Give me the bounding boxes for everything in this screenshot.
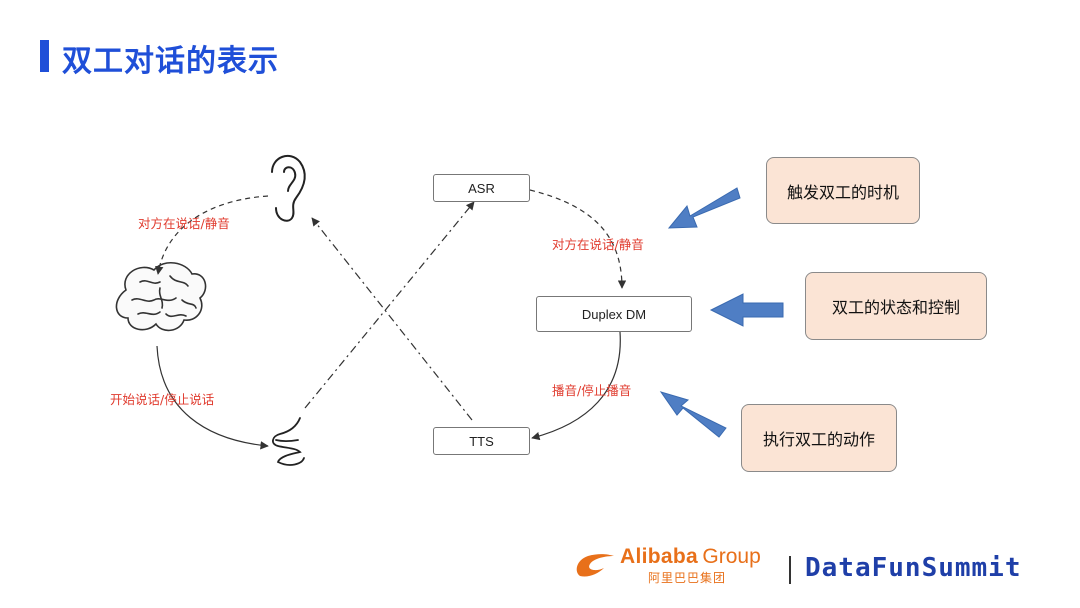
brain-icon	[115, 262, 207, 332]
right-play-label: 播音/停止播音	[552, 383, 632, 398]
blue-arrow-trigger	[667, 187, 741, 229]
dm-to-tts-arrow	[531, 331, 621, 441]
alibaba-cn-name: 阿里巴巴集团	[648, 571, 727, 585]
left-listen-label: 对方在说话/静音	[138, 216, 230, 231]
asr-node: ASR	[433, 174, 530, 202]
alibaba-logo: Alibaba Group 阿里巴巴集团	[620, 545, 761, 585]
alibaba-logo-icon	[576, 554, 614, 577]
mouth-icon	[272, 417, 305, 466]
title-accent-bar	[40, 40, 49, 72]
note-execute-action: 执行双工的动作	[741, 404, 897, 472]
note-state-control: 双工的状态和控制	[805, 272, 987, 340]
left-listen-arrow	[155, 195, 269, 275]
blue-arrow-state	[709, 293, 784, 327]
page-title: 双工对话的表示	[62, 44, 279, 79]
alibaba-name: Alibaba	[620, 545, 698, 568]
ear-icon	[271, 154, 306, 222]
right-listen-label: 对方在说话/静音	[552, 237, 644, 252]
blue-arrow-action	[659, 391, 727, 438]
duplex-dm-node: Duplex DM	[536, 296, 692, 332]
left-speak-arrow	[156, 345, 269, 450]
left-speak-label: 开始说话/停止说话	[110, 392, 215, 407]
note-trigger-timing: 触发双工的时机	[766, 157, 920, 224]
datafun-summit-logo: DataFunSummit	[805, 553, 1022, 583]
tts-to-ear-line	[311, 217, 473, 421]
asr-to-dm-arrow	[529, 189, 627, 289]
tts-node: TTS	[433, 427, 530, 455]
mouth-to-asr-line	[304, 201, 475, 409]
logo-separator	[789, 556, 791, 584]
alibaba-group: Group	[702, 545, 761, 568]
